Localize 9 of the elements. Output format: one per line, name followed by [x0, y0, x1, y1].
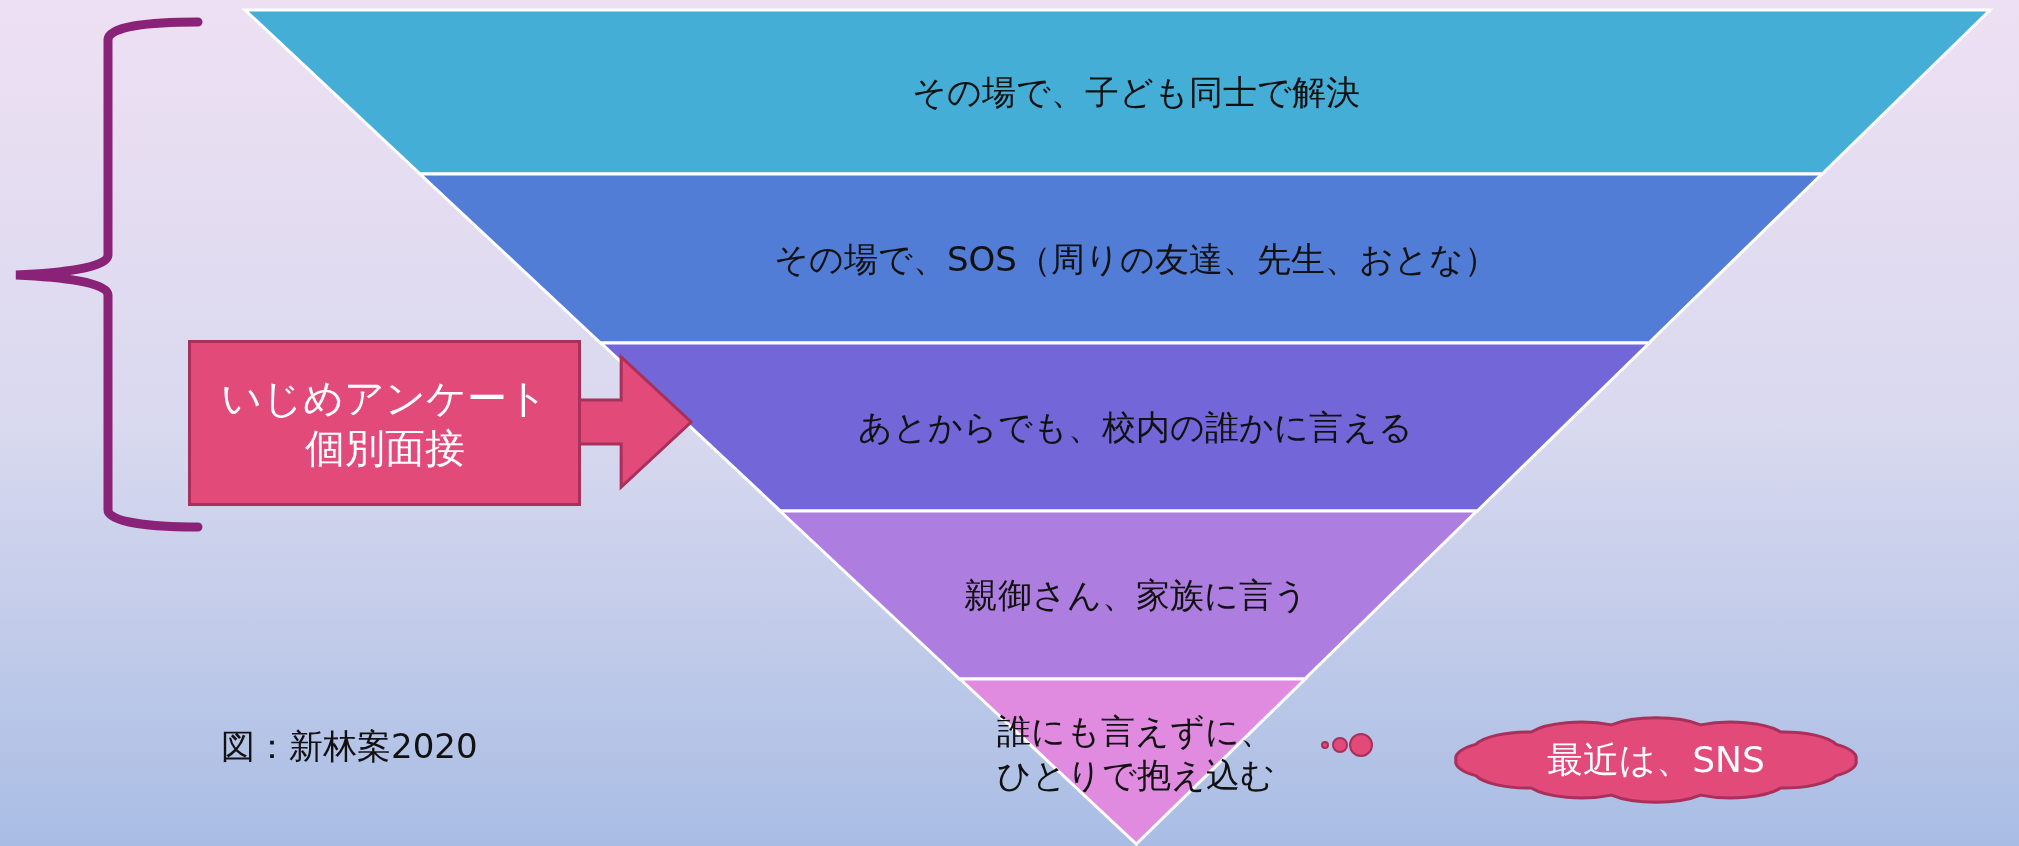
- band-text: その場で、子ども同士で解決: [911, 71, 1361, 114]
- figure-caption: 図：新林案2020: [221, 725, 478, 768]
- band-text: 親御さん、家族に言う: [962, 574, 1309, 617]
- band-text: 誰にも言えずに、ひとりで抱え込む: [996, 710, 1276, 797]
- funnel-band: [420, 174, 1823, 343]
- callout-box: いじめアンケート個別面接: [188, 340, 581, 506]
- cloud-text: 最近は、SNS: [1546, 738, 1766, 782]
- band-text: あとからでも、校内の誰かに言える: [857, 406, 1415, 449]
- band-text: その場で、SOS（周りの友達、先生、おとな）: [773, 237, 1499, 281]
